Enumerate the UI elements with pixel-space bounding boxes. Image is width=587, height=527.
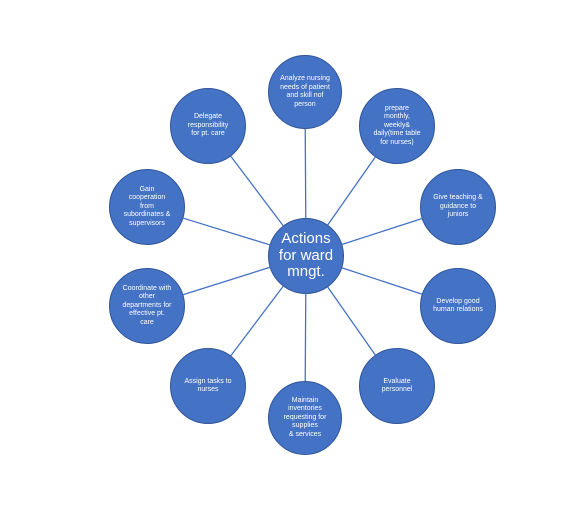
spoke-node-coordinate-departments: Coordinate with other departments for ef…: [109, 268, 185, 344]
spoke-label: Develop good human relations: [433, 297, 483, 314]
connector-line: [304, 293, 307, 382]
spoke-label: Gain cooperation from subordinates & sup…: [123, 185, 171, 227]
spoke-label: prepare monthly, weekly& daily(time tabl…: [373, 104, 421, 146]
spoke-node-develop-human-relations: Develop good human relations: [420, 268, 496, 344]
spoke-node-analyze-nursing-needs: Analyze nursing needs of patient and ski…: [268, 55, 342, 129]
spoke-label: Coordinate with other departments for ef…: [122, 284, 172, 326]
spoke-node-evaluate-personnel: Evaluate personnel: [359, 348, 435, 424]
spoke-node-assign-tasks: Assign tasks to nurses: [170, 348, 246, 424]
spoke-label: Maintain inventories requesting for supp…: [283, 396, 327, 438]
connector-line: [230, 285, 284, 357]
connector-line: [183, 266, 270, 296]
spoke-node-give-teaching: Give teaching & guidance to juniors: [420, 169, 496, 245]
spoke-node-maintain-inventories: Maintain inventories requesting for supp…: [268, 381, 342, 455]
spoke-label: Delegate responsibility for pt. care: [187, 113, 229, 138]
hub-node-actions-for-ward-mngt: Actions for ward mngt.: [268, 218, 344, 294]
spoke-node-gain-cooperation: Gain cooperation from subordinates & sup…: [109, 169, 185, 245]
spoke-label: Analyze nursing needs of patient and ski…: [280, 75, 330, 108]
spoke-node-delegate-responsibility: Delegate responsibility for pt. care: [170, 88, 246, 164]
connector-line: [304, 128, 307, 219]
hub-label: Actions for ward mngt.: [278, 230, 334, 281]
spoke-label: Assign tasks to nurses: [184, 377, 232, 394]
spoke-node-prepare-time-table: prepare monthly, weekly& daily(time tabl…: [359, 88, 435, 164]
connector-line: [341, 267, 423, 295]
spoke-label: Give teaching & guidance to juniors: [433, 194, 483, 219]
connector-line: [327, 286, 376, 356]
connector-line: [341, 218, 423, 245]
connector-line: [183, 217, 270, 246]
connector-line: [230, 155, 284, 227]
spoke-label: Evaluate personnel: [381, 377, 413, 394]
connector-line: [327, 156, 376, 226]
